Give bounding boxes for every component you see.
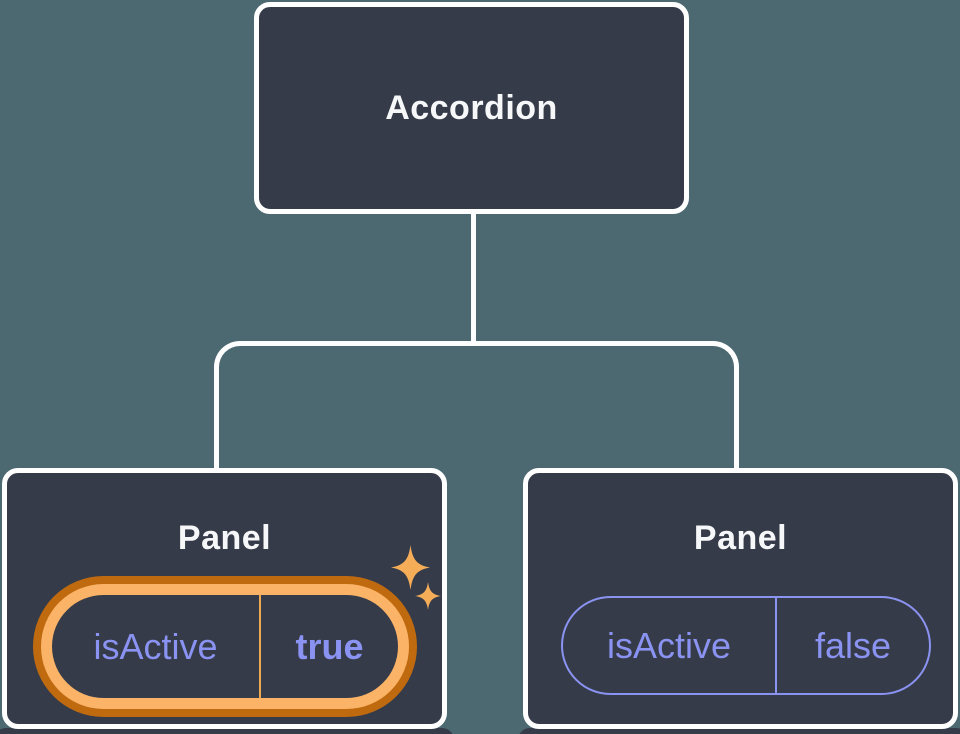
panel-node-inactive: Panel isActive false bbox=[523, 468, 958, 729]
panel-shadow bbox=[518, 728, 960, 734]
panel-shadow bbox=[0, 728, 454, 734]
accordion-node-label: Accordion bbox=[385, 88, 558, 127]
prop-value-cell: true bbox=[261, 595, 398, 698]
prop-value: true bbox=[295, 625, 364, 667]
prop-divider bbox=[775, 598, 777, 693]
prop-value-cell: false bbox=[777, 598, 929, 693]
inactive-prop-pill: isActive false bbox=[561, 596, 931, 695]
tree-branch-connector bbox=[214, 341, 739, 476]
parent-connector-line bbox=[471, 212, 476, 345]
panel-label: Panel bbox=[177, 519, 272, 557]
panel-node-active: Panel isActive true bbox=[2, 468, 447, 729]
prop-name: isActive bbox=[93, 625, 218, 667]
active-prop-pill: isActive true bbox=[33, 576, 417, 717]
active-prop-pill-body: isActive true bbox=[52, 595, 398, 698]
prop-value: false bbox=[814, 624, 892, 666]
panel-label: Panel bbox=[693, 519, 788, 557]
sparkle-icon bbox=[391, 545, 430, 590]
prop-divider bbox=[259, 595, 261, 698]
sparkle-icon bbox=[415, 582, 441, 610]
prop-name-cell: isActive bbox=[563, 598, 775, 693]
accordion-node: Accordion bbox=[254, 2, 689, 214]
prop-name: isActive bbox=[606, 624, 732, 666]
active-prop-pill-ring: isActive true bbox=[41, 584, 409, 709]
prop-name-cell: isActive bbox=[52, 595, 259, 698]
